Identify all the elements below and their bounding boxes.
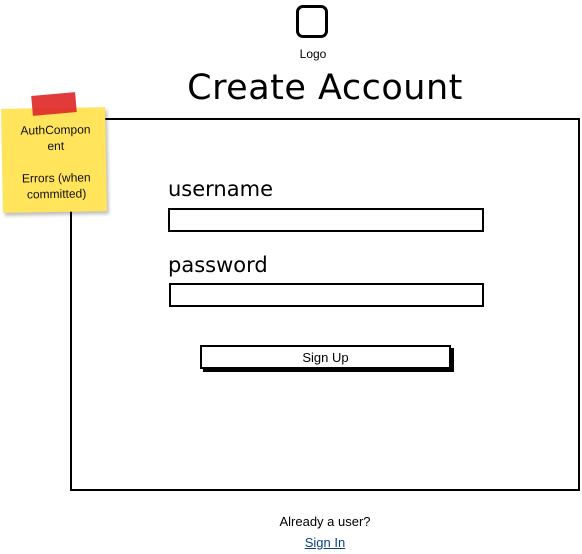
page-title: Create Account [187,68,463,108]
already-user-text: Already a user? [279,514,371,529]
password-input[interactable] [169,283,484,307]
sticky-note-line: committed) [26,186,87,202]
sticky-note: AuthCompon ent Errors (when committed) [1,107,107,213]
sticky-note-gap [12,153,100,171]
sticky-note-line: ent [47,138,65,154]
username-label: username [168,177,273,201]
password-label: password [168,253,268,277]
sticky-note-line: Errors (when [21,170,91,186]
sticky-note-line: AuthCompon [20,122,91,138]
sticky-tape [31,92,77,116]
username-input[interactable] [168,208,484,232]
logo-placeholder-icon [296,5,328,38]
logo-label: Logo [299,47,327,61]
sign-up-button[interactable]: Sign Up [200,345,451,369]
sticky-note-text: AuthCompon ent Errors (when committed) [11,121,100,203]
sign-in-link[interactable]: Sign In [304,535,346,550]
